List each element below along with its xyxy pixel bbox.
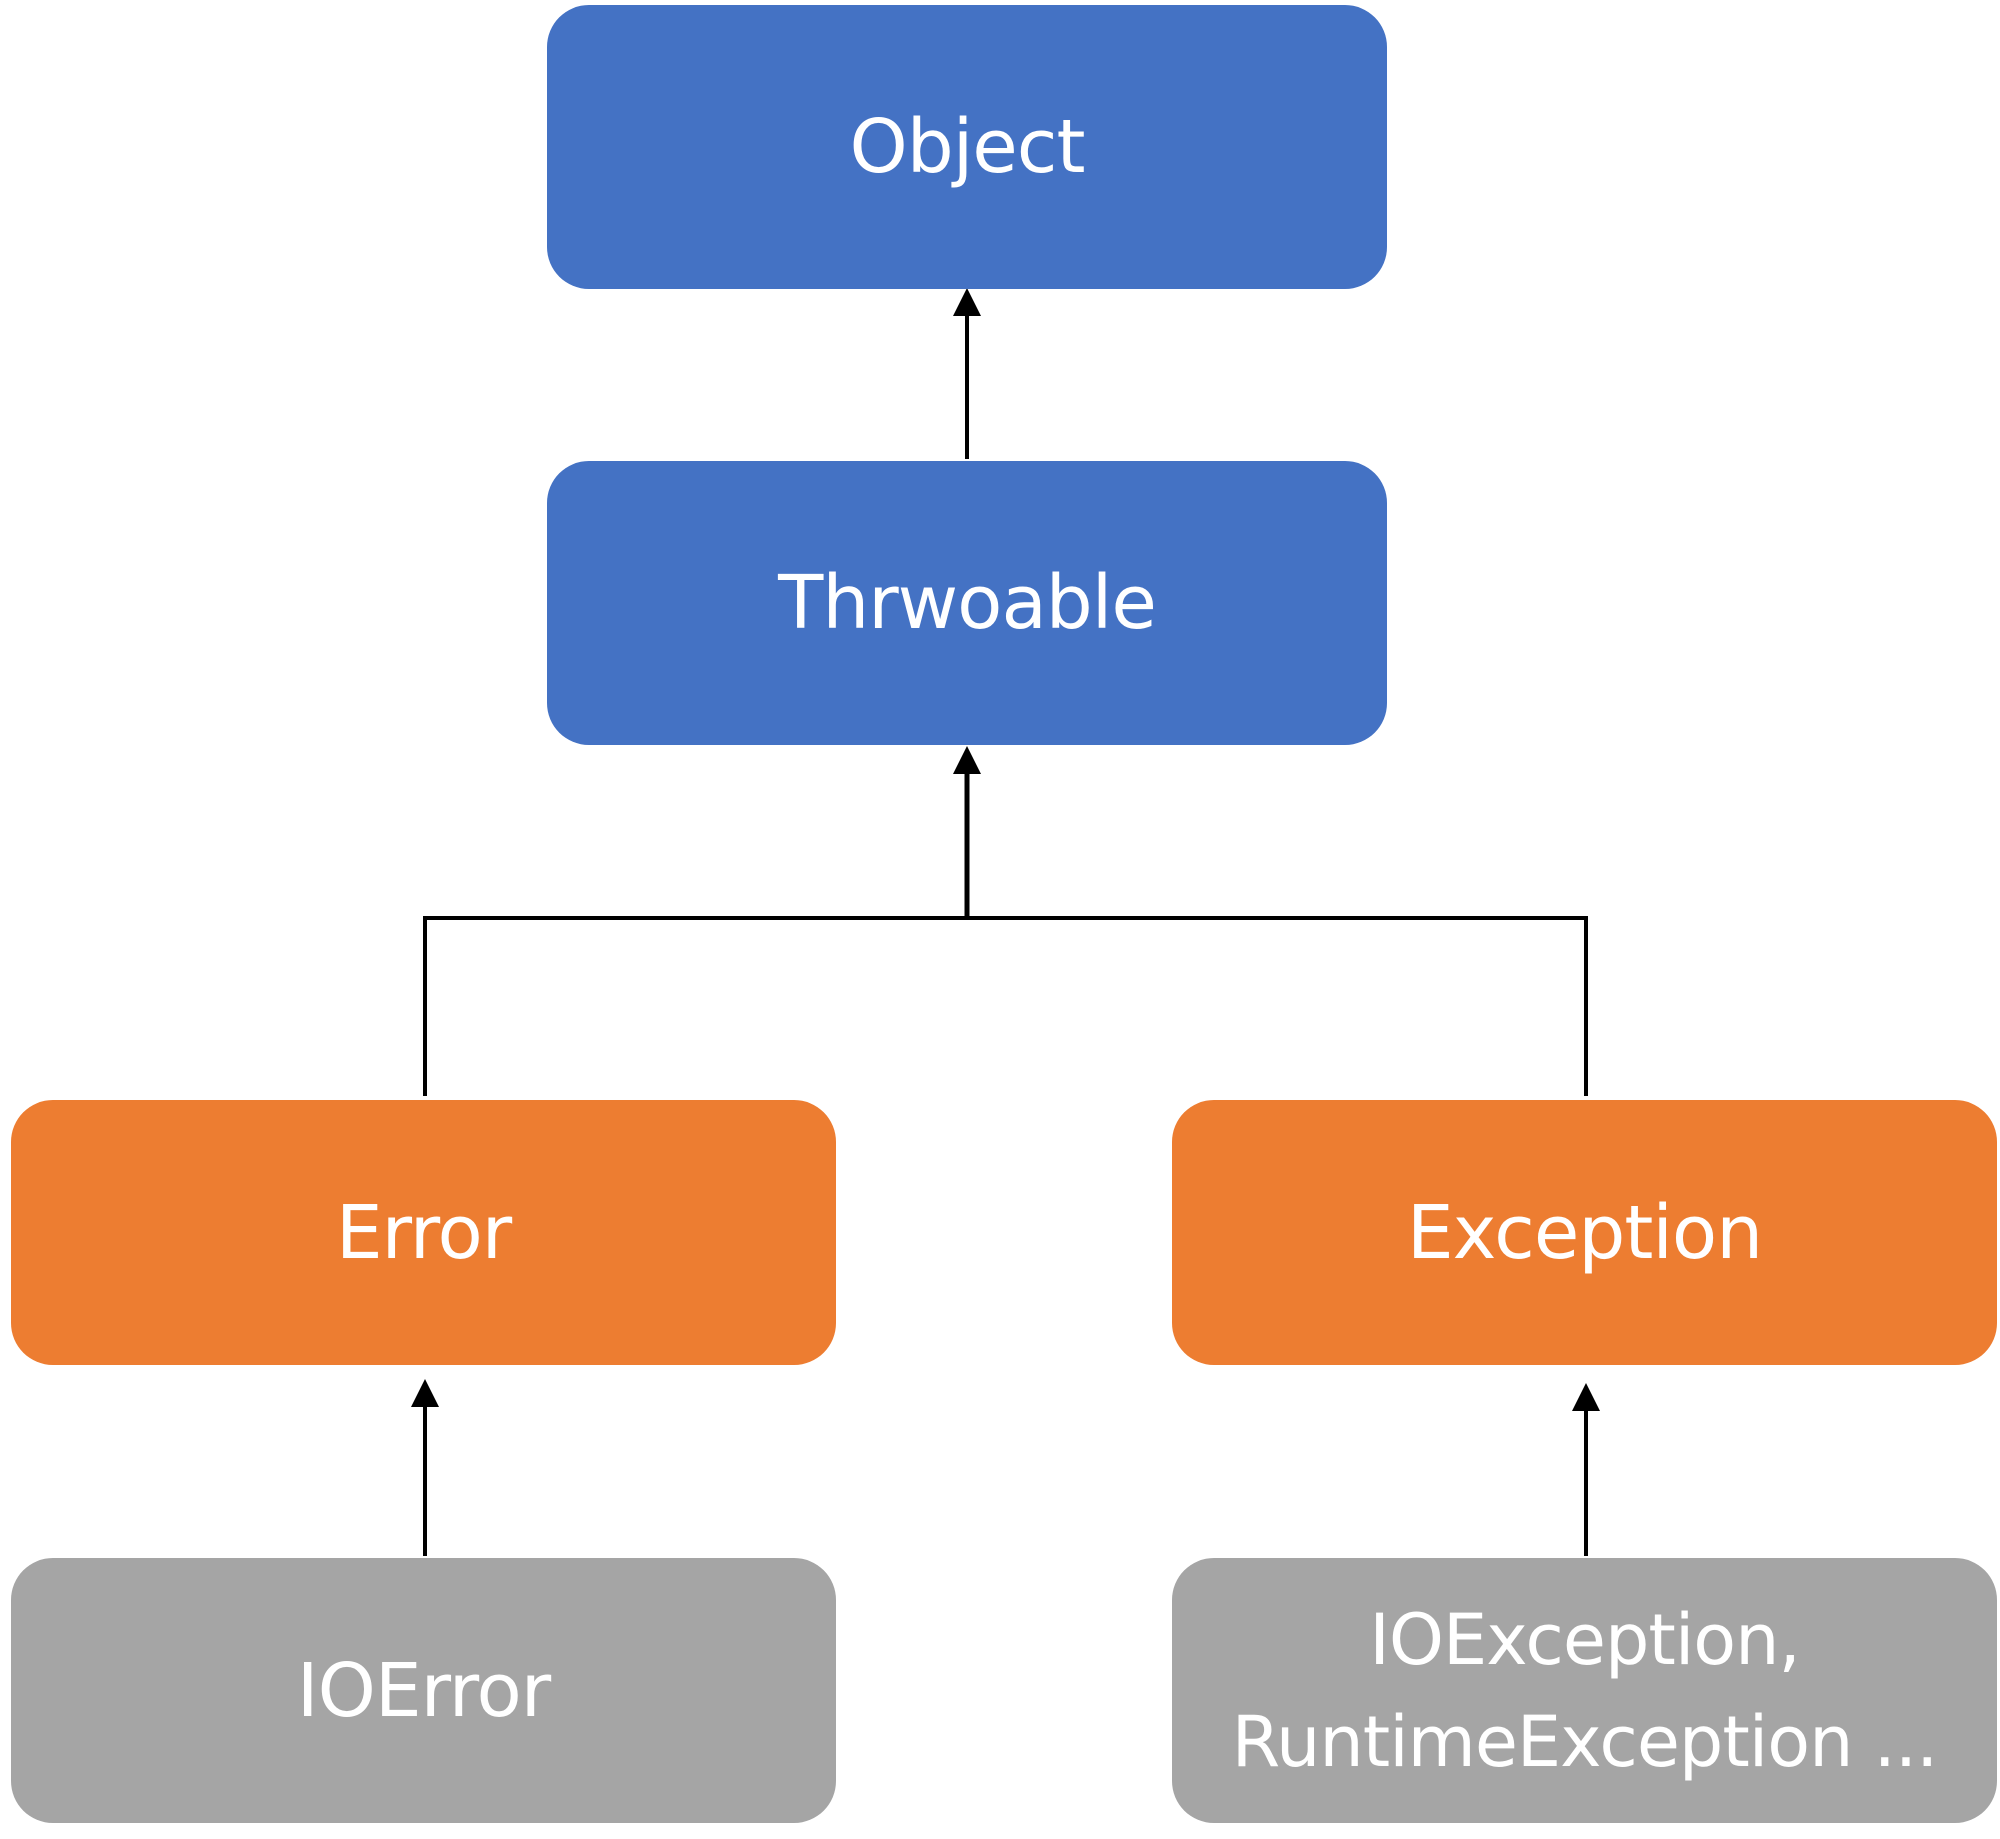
node-ioerror-label: IOError bbox=[296, 1647, 551, 1734]
node-throwable-label: Thrwoable bbox=[778, 560, 1157, 646]
edge-error-exception-to-throwable bbox=[423, 746, 1588, 1096]
edge-ioerror-to-error bbox=[411, 1379, 439, 1556]
node-ioexception-label: IOException, RuntimeException ... bbox=[1231, 1598, 1939, 1783]
node-object-label: Object bbox=[849, 104, 1085, 190]
edge-ioexception-to-exception bbox=[1572, 1383, 1600, 1556]
edge-throwable-to-object bbox=[953, 288, 981, 459]
node-error-label: Error bbox=[335, 1189, 512, 1276]
node-throwable: Thrwoable bbox=[547, 461, 1387, 745]
node-exception: Exception bbox=[1172, 1100, 1997, 1365]
node-exception-label: Exception bbox=[1406, 1189, 1763, 1276]
node-ioerror: IOError bbox=[11, 1558, 836, 1823]
node-object: Object bbox=[547, 5, 1387, 289]
node-ioexception-runtimeexception: IOException, RuntimeException ... bbox=[1172, 1558, 1997, 1823]
node-error: Error bbox=[11, 1100, 836, 1365]
